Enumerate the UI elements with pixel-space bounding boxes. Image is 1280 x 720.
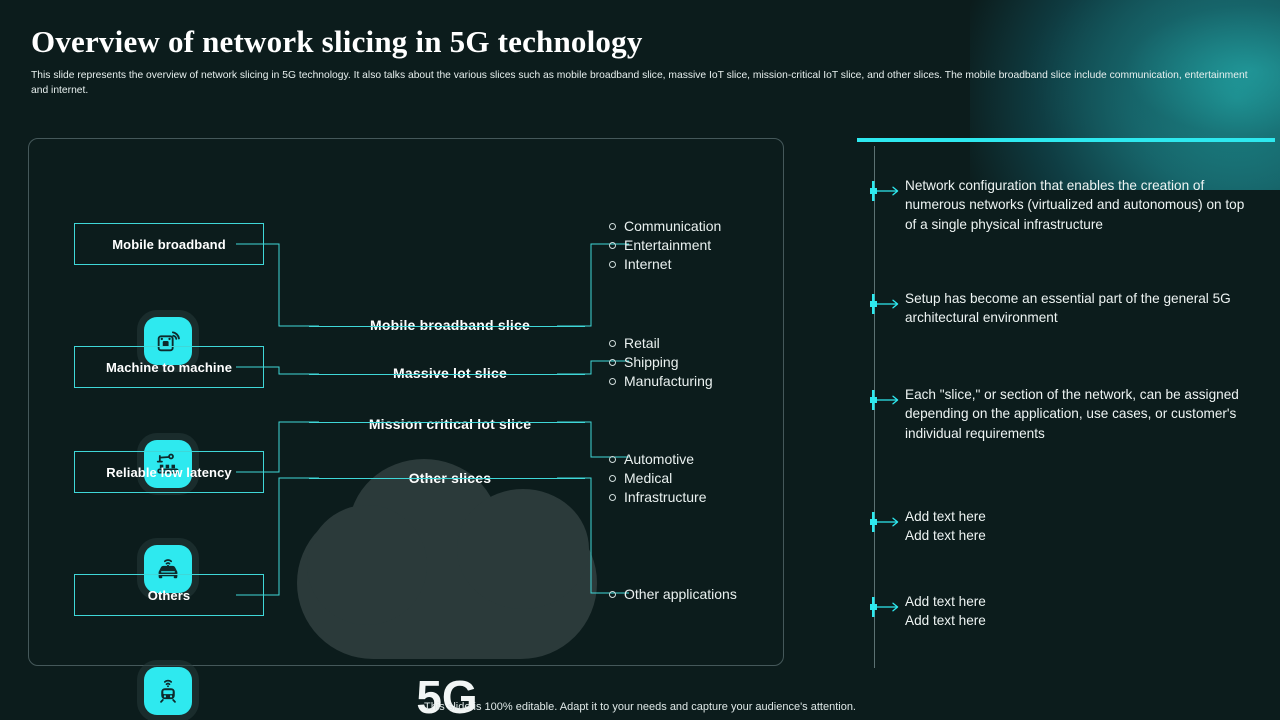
slice-label-mobile-broadband: Mobile broadband slice [370,317,530,333]
source-box-others[interactable]: Others [74,574,264,616]
output-group-massive-iot: Retail Shipping Manufacturing [609,334,713,391]
note-text-line1: Add text here [905,594,986,609]
connected-train-icon [144,667,192,715]
list-item: Entertainment [609,236,721,255]
cloud-shape [297,459,597,659]
note-text-line2: Add text here [905,528,986,543]
bullet-circle-icon [609,456,616,463]
slice-label-mission-critical: Mission critical lot slice [368,416,532,432]
page-title: Overview of network slicing in 5G techno… [31,24,643,59]
bullet-circle-icon [609,494,616,501]
arrow-marker-icon [870,512,899,532]
list-item: Infrastructure [609,488,706,507]
arrow-marker-icon [870,294,899,314]
list-item: Internet [609,255,721,274]
list-item: Communication [609,217,721,236]
bullet-circle-icon [609,340,616,347]
source-box-machine-to-machine[interactable]: Machine to machine [74,346,264,388]
list-item: Shipping [609,353,713,372]
output-group-mission-critical: Automotive Medical Infrastructure [609,450,706,507]
list-item: Manufacturing [609,372,713,391]
router-wifi-icon [144,317,192,365]
list-item: Retail [609,334,713,353]
diagram-card: Mobile broadband Machine to machine [28,138,784,720]
source-label: Others [147,587,191,603]
center-5g-block: 5G network [297,671,597,720]
arrow-marker-icon [870,181,899,201]
list-item: Automotive [609,450,706,469]
bullet-circle-icon [609,359,616,366]
note-text: Network configuration that enables the c… [905,178,1245,232]
slice-rule [309,374,585,375]
source-box-mobile-broadband[interactable]: Mobile broadband [74,223,264,265]
notes-accent-bar [857,138,1275,142]
arrow-marker-icon [870,597,899,617]
bullet-circle-icon [609,475,616,482]
note-text: Each "slice," or section of the network,… [905,387,1239,441]
slice-rule [309,422,585,423]
arrow-marker-icon [870,390,899,410]
bullet-circle-icon [609,378,616,385]
slice-rule [309,326,585,327]
footer-note: This slide is 100% editable. Adapt it to… [424,701,856,713]
output-group-other-slices: Other applications [609,585,737,604]
source-box-reliable-low-latency[interactable]: Reliable low latency [74,451,264,493]
list-item: Other applications [609,585,737,604]
list-item: Medical [609,469,706,488]
slice-rule [309,478,585,479]
assembly-line-icon [144,440,192,488]
output-group-mobile-broadband: Communication Entertainment Internet [609,217,721,274]
slice-label-massive-iot: Massive lot slice [393,365,507,381]
page-subtitle: This slide represents the overview of ne… [31,70,1248,96]
source-label: Machine to machine [105,359,233,375]
bullet-circle-icon [609,223,616,230]
bullet-circle-icon [609,242,616,249]
center-5g-title: 5G [416,671,478,720]
bullet-circle-icon [609,261,616,268]
source-label: Reliable low latency [106,464,232,480]
bullet-circle-icon [609,591,616,598]
connected-car-icon [144,545,192,593]
note-text-line1: Add text here [905,509,986,524]
note-text-line2: Add text here [905,613,986,628]
source-label: Mobile broadband [112,236,226,252]
note-text: Setup has become an essential part of th… [905,291,1231,326]
